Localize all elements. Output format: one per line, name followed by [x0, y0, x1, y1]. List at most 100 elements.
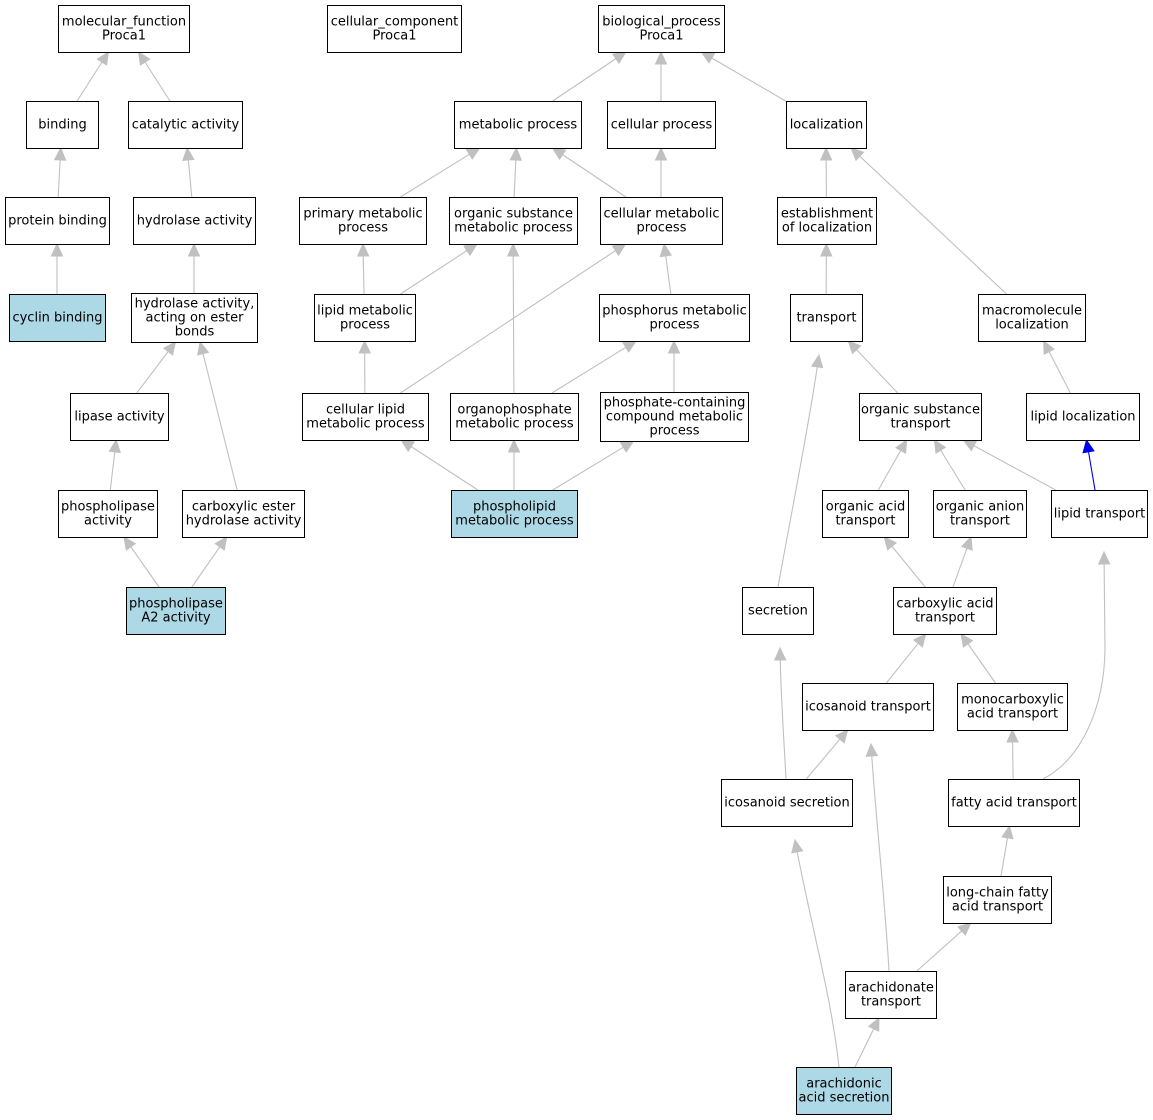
node-lipid-transport[interactable]: lipid transport — [1051, 490, 1148, 538]
edge-arachidonate_transport-to-icosanoid_transport — [865, 742, 890, 972]
edge-lipase_activity-to-hydrolase_ester — [136, 341, 177, 394]
node-box — [598, 5, 725, 53]
edge-icosanoid_transport-to-carboxylic_acid_transport — [885, 633, 927, 684]
node-box — [9, 294, 106, 342]
node-label-line: lipid transport — [1054, 507, 1146, 522]
edge-phospholipid_metabolic_process-to-organophosphate_metabolic_process — [507, 438, 521, 490]
node-icosanoid-transport[interactable]: icosanoid transport — [802, 683, 934, 731]
edge-icosanoid_secretion-to-secretion — [773, 646, 787, 780]
node-protein-binding[interactable]: protein binding — [5, 197, 110, 245]
node-box — [70, 393, 169, 441]
node-label-line: phospholipid — [473, 500, 556, 515]
edge-phospholipase_a2_activity-to-carboxylic_ester_hydrolase_activity — [191, 536, 228, 588]
node-secretion[interactable]: secretion — [742, 587, 814, 635]
node-cyclin-binding[interactable]: cyclin binding — [9, 294, 106, 342]
node-label-line: process — [650, 424, 700, 439]
node-label-line: acid secretion — [799, 1091, 890, 1106]
node-box — [948, 779, 1080, 827]
node-label-line: hydrolase activity, — [135, 297, 255, 312]
node-localization[interactable]: localization — [786, 101, 867, 149]
nodes-layer: molecular_functionProca1cellular_compone… — [5, 5, 1148, 1115]
edge-primary_metabolic_process-to-metabolic_process — [400, 147, 481, 198]
node-label-line: compound metabolic — [606, 410, 743, 425]
node-label-line: metabolic process — [454, 221, 573, 236]
node-label-line: phospholipase — [129, 597, 223, 612]
node-label-line: hydrolase activity — [186, 514, 302, 529]
node-label-line: long-chain fatty — [946, 886, 1049, 901]
node-binding[interactable]: binding — [26, 101, 99, 149]
edge-catalytic_activity-to-molecular_function — [137, 50, 171, 102]
node-box — [449, 197, 578, 245]
edge-cellular_lipid_metabolic_process-to-lipid_metabolic_process — [358, 339, 371, 394]
node-box — [777, 197, 877, 245]
node-metabolic-process[interactable]: metabolic process — [454, 101, 582, 149]
node-box — [454, 101, 582, 149]
node-cellular-process[interactable]: cellular process — [607, 101, 716, 149]
edge-lipid_transport-to-organic_substance_transport — [962, 439, 1056, 491]
node-label-line: molecular_function — [62, 15, 186, 30]
edge-arachidonate_transport-to-long_chain_fatty_acid_transport — [916, 922, 972, 972]
node-label-line: Proca1 — [639, 29, 683, 44]
node-label-line: cyclin binding — [12, 311, 102, 326]
node-label-line: protein binding — [8, 214, 107, 229]
edge-hydrolase_activity-to-catalytic_activity — [182, 146, 195, 198]
node-label-line: lipase activity — [74, 410, 165, 425]
node-lipase-activity[interactable]: lipase activity — [70, 393, 169, 441]
node-lipid-localization[interactable]: lipid localization — [1026, 393, 1140, 441]
node-box — [790, 294, 863, 342]
node-transport[interactable]: transport — [790, 294, 863, 342]
node-label-line: bonds — [175, 325, 215, 340]
edge-phospholipid_metabolic_process-to-phosphate_compound_metabolic_process — [552, 440, 635, 491]
edge-phospholipase_activity-to-lipase_activity — [108, 438, 121, 491]
node-label-line: hydrolase activity — [137, 214, 253, 229]
node-fatty-acid-transport[interactable]: fatty acid transport — [948, 779, 1080, 827]
node-box — [128, 101, 243, 149]
node-label-line: primary metabolic — [303, 207, 422, 222]
node-icosanoid-secretion[interactable]: icosanoid secretion — [721, 779, 853, 827]
node-label-line: process — [338, 221, 388, 236]
node-box — [126, 587, 226, 635]
node-label-line: cellular metabolic — [604, 207, 720, 222]
node-label-line: transport — [915, 611, 975, 626]
node-box — [978, 294, 1086, 342]
node-catalytic-activity[interactable]: catalytic activity — [128, 101, 243, 149]
edge-arachidonic_acid_secretion-to-arachidonate_transport — [854, 1016, 880, 1068]
node-label-line: monocarboxylic — [961, 693, 1064, 708]
node-label-line: phospholipase — [61, 500, 155, 515]
edge-phospholipase_a2_activity-to-phospholipase_activity — [123, 536, 160, 588]
node-box — [600, 197, 723, 245]
edge-binding-to-molecular_function — [76, 50, 110, 102]
node-label-line: localization — [995, 318, 1069, 333]
node-hydrolase-activity[interactable]: hydrolase activity — [133, 197, 256, 245]
node-box — [600, 392, 749, 442]
edge-lipid_localization-to-macromolecule_localization — [1043, 339, 1071, 394]
node-label-line: phosphorus metabolic — [602, 304, 746, 319]
edge-macromolecule_localization-to-localization — [850, 147, 1007, 295]
